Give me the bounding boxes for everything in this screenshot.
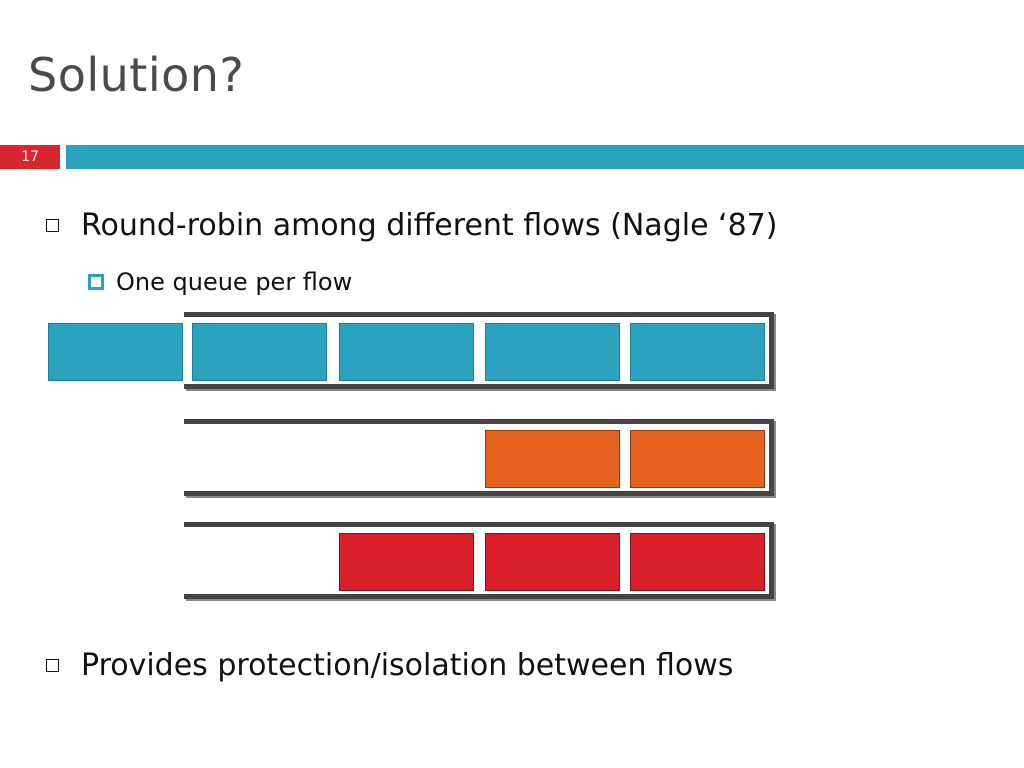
packet-flow-3	[630, 533, 765, 591]
bullet-protection: Provides protection/isolation between fl…	[46, 648, 733, 683]
queue-flow-2	[184, 419, 774, 496]
slide-number: 17	[0, 145, 60, 169]
slide-title: Solution?	[28, 48, 245, 102]
packet-flow-2	[630, 430, 765, 488]
packet-flow-1	[485, 323, 620, 381]
queue-flow-1	[184, 312, 774, 389]
filled-square-bullet-icon	[88, 274, 104, 290]
packet-flow-2	[485, 430, 620, 488]
queue-flow-3	[184, 522, 774, 599]
packet-flow-1	[339, 323, 474, 381]
packet-flow-3	[339, 533, 474, 591]
subbullet-one-queue: One queue per flow	[88, 268, 352, 296]
packet-flow-3	[485, 533, 620, 591]
subbullet-text: One queue per flow	[116, 268, 353, 296]
hollow-square-bullet-icon	[46, 219, 59, 232]
bullet-text: Round-robin among different flows (Nagle…	[81, 208, 778, 243]
title-rule-bar	[66, 145, 1024, 169]
hollow-square-bullet-icon	[46, 659, 59, 672]
packet-flow-1	[630, 323, 765, 381]
packet-flow-1-outgoing	[48, 323, 183, 381]
packet-flow-1	[192, 323, 327, 381]
bullet-text: Provides protection/isolation between fl…	[81, 648, 734, 683]
bullet-round-robin: Round-robin among different flows (Nagle…	[46, 208, 777, 243]
